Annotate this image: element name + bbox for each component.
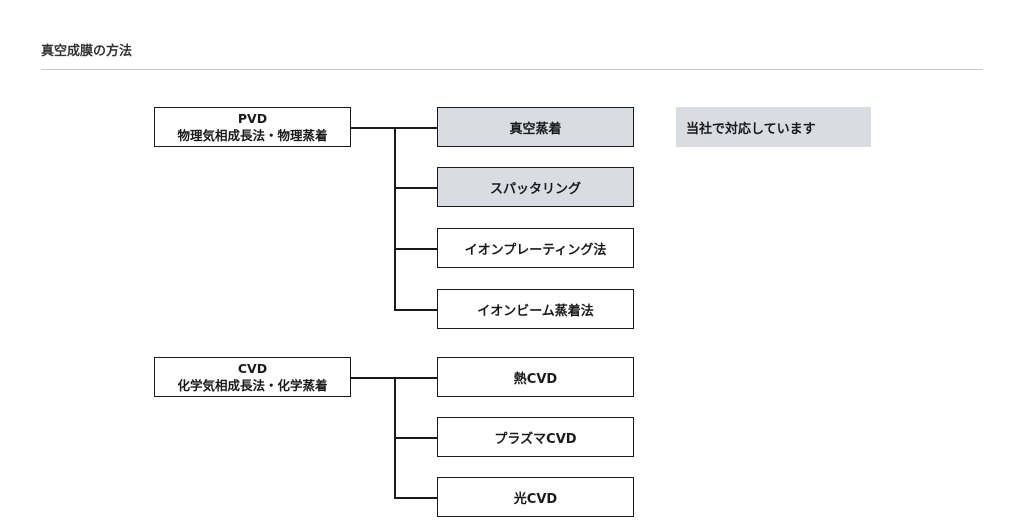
title-divider (41, 69, 983, 70)
method-label: 熱CVD (513, 371, 558, 387)
cvd-branch-3 (394, 497, 438, 499)
pvd-box: PVD 物理気相成長法・物理蒸着 (154, 107, 351, 147)
cvd-branch-2 (394, 437, 438, 439)
method-box-ion-beam-deposition: イオンビーム蒸着法 (437, 289, 634, 329)
pvd-connector-horizontal (351, 127, 395, 129)
pvd-abbr: PVD (237, 111, 268, 126)
legend-supported: 当社で対応しています (676, 107, 871, 147)
cvd-name: 化学気相成長法・化学蒸着 (177, 378, 328, 393)
method-box-ion-plating: イオンプレーティング法 (437, 228, 634, 268)
pvd-branch-1 (394, 127, 438, 129)
pvd-branch-2 (394, 187, 438, 189)
cvd-box: CVD 化学気相成長法・化学蒸着 (154, 357, 351, 397)
pvd-branch-3 (394, 248, 438, 250)
method-label: イオンプレーティング法 (464, 242, 607, 258)
method-box-vacuum-deposition: 真空蒸着 (437, 107, 634, 147)
method-box-photo-cvd: 光CVD (437, 477, 634, 517)
method-label: イオンビーム蒸着法 (477, 303, 594, 319)
cvd-branch-1 (394, 377, 438, 379)
method-label: プラズマCVD (494, 431, 577, 447)
method-box-thermal-cvd: 熱CVD (437, 357, 634, 397)
method-label: 真空蒸着 (509, 121, 562, 137)
legend-label: 当社で対応しています (686, 121, 816, 137)
cvd-connector-horizontal (351, 377, 395, 379)
method-label: スパッタリング (489, 181, 581, 197)
pvd-name: 物理気相成長法・物理蒸着 (177, 128, 328, 143)
method-box-plasma-cvd: プラズマCVD (437, 417, 634, 457)
page-title: 真空成膜の方法 (41, 44, 133, 59)
method-box-sputtering: スパッタリング (437, 167, 634, 207)
method-label: 光CVD (513, 491, 558, 507)
pvd-branch-4 (394, 309, 438, 311)
cvd-abbr: CVD (237, 361, 268, 376)
pvd-connector-vertical (394, 127, 396, 310)
